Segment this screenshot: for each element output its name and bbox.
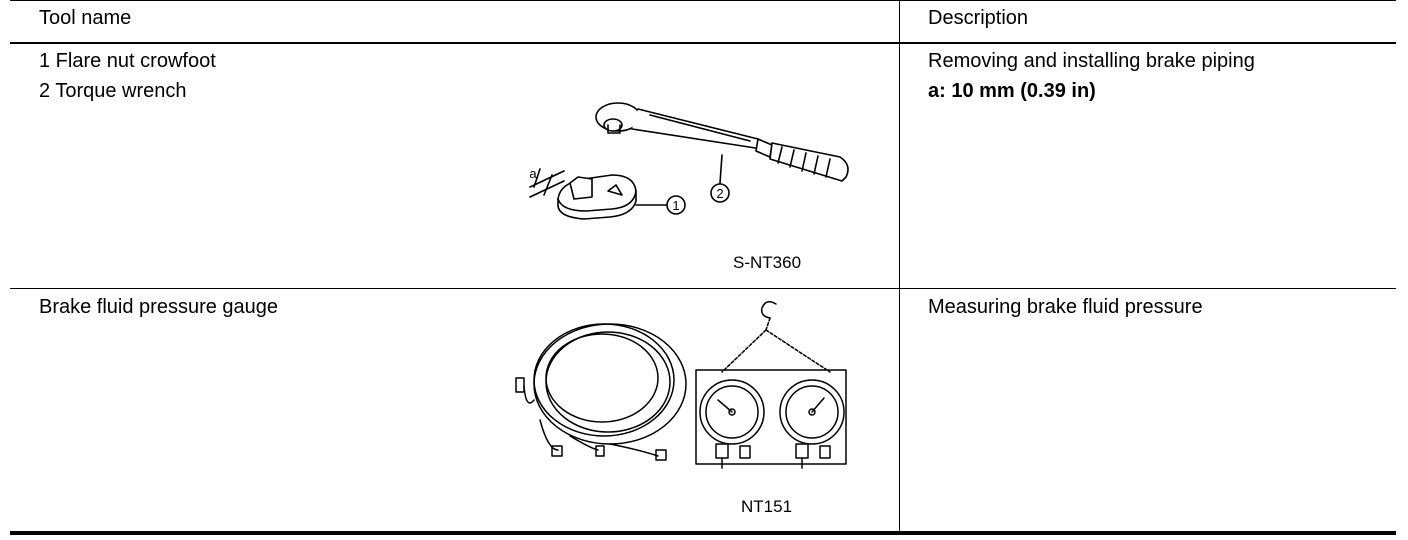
figure-code: S-NT360 <box>733 253 802 272</box>
column-divider <box>899 0 900 532</box>
table-bottom-rule <box>10 531 1396 535</box>
description-line: Measuring brake fluid pressure <box>928 296 1203 318</box>
figure-code: NT151 <box>741 497 793 516</box>
description-dimension: a: 10 mm (0.39 in) <box>928 80 1096 102</box>
row-separator <box>10 288 1396 289</box>
special-tools-table: Tool name Description 1 Flare nut crowfo… <box>10 0 1396 536</box>
callout-label-2: 2 <box>716 186 723 201</box>
brake-fluid-pressure-gauge-illustration <box>515 301 847 469</box>
header-separator <box>10 42 1396 44</box>
callout-label-1: 1 <box>672 198 679 213</box>
tool-name-line: 2 Torque wrench <box>39 80 187 102</box>
tool-name-line: Brake fluid pressure gauge <box>39 296 279 318</box>
header-description: Description <box>928 7 1029 29</box>
tool-name-line: 1 Flare nut crowfoot <box>39 50 216 72</box>
header-tool-name: Tool name <box>39 7 132 29</box>
description-line: Removing and installing brake piping <box>928 50 1255 72</box>
table-top-rule <box>10 0 1396 1</box>
dimension-label-a: a <box>529 166 537 181</box>
flare-nut-crowfoot-torque-wrench-illustration: 2 1 a <box>529 102 849 220</box>
